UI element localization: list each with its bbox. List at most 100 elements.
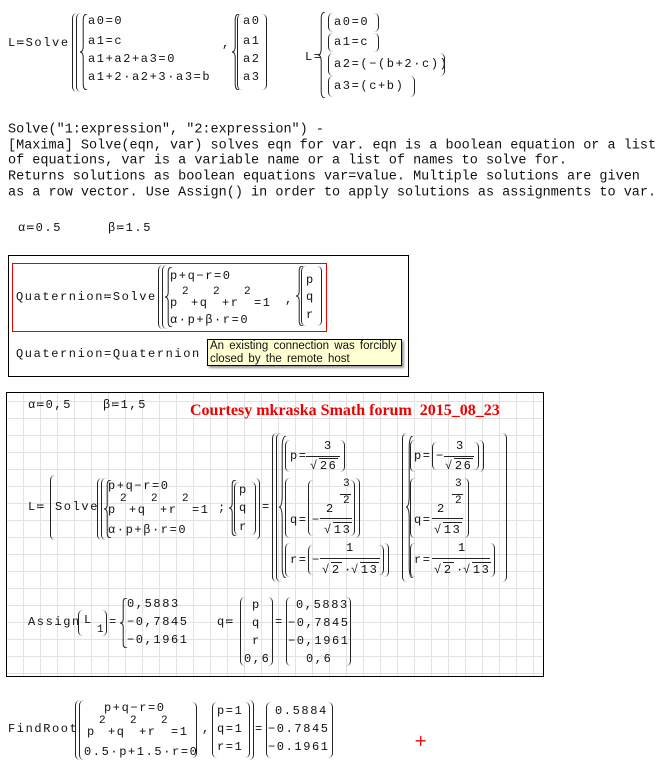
math-text: r <box>252 634 261 648</box>
right-paren <box>340 440 345 472</box>
fraction-bar <box>306 456 340 457</box>
courtesy-title: Courtesy mkraska Smath forum 2015_08_23 <box>190 402 500 419</box>
sqrt-icon: √ <box>434 563 443 577</box>
result-label[interactable]: L= <box>305 50 323 64</box>
radicand: 13 <box>471 562 492 577</box>
superscript: 2 <box>213 286 221 298</box>
quaternion-evaluation[interactable]: Quaternion=Quaternion <box>16 347 201 361</box>
variable: a3 <box>243 70 261 84</box>
left-brace <box>279 436 287 578</box>
math-text: L <box>84 613 93 627</box>
quaternion-assignment[interactable]: Quaternion≔Solve <box>16 290 157 304</box>
math-text: p <box>170 296 179 310</box>
right-paren <box>440 53 445 76</box>
left-paren <box>76 13 81 92</box>
right-paren <box>317 266 322 326</box>
left-paren <box>234 482 239 535</box>
separator: ; <box>218 501 227 515</box>
math-text: +r <box>160 503 178 517</box>
solve-assignment[interactable]: L≔Solve <box>8 36 70 50</box>
math-text: 1 <box>346 541 355 555</box>
math-text: +r <box>222 296 240 310</box>
assign-function[interactable]: Assign <box>28 615 81 629</box>
math-text: p <box>108 503 117 517</box>
variable: r <box>306 308 315 322</box>
left-brace <box>80 14 88 90</box>
math-text: +q <box>129 503 147 517</box>
beta-definition[interactable]: β≔1,5 <box>103 398 148 412</box>
math-text: +q <box>108 725 126 739</box>
math-text: +r <box>139 725 157 739</box>
left-paren <box>301 266 306 326</box>
right-paren <box>490 543 495 577</box>
right-paren <box>502 433 507 582</box>
math-text: − <box>312 513 321 527</box>
left-paren <box>78 610 83 636</box>
right-paren <box>102 610 107 636</box>
value: −0,7845 <box>288 616 350 630</box>
alpha-definition[interactable]: α≔0,5 <box>28 398 73 412</box>
help-line: Returns solutions as boolean equations v… <box>8 169 640 185</box>
help-line: of equations, var is a variable name or … <box>8 153 567 169</box>
guess: p=1 <box>217 704 244 718</box>
L-assignment[interactable]: L≔ <box>28 500 46 514</box>
sqrt-icon: √ <box>351 563 360 577</box>
value: −0,7845 <box>127 615 189 629</box>
left-paren <box>308 480 313 536</box>
sqrt-icon: √ <box>322 563 331 577</box>
right-paren <box>350 480 355 536</box>
result-row: a1=c <box>334 35 370 49</box>
left-paren <box>328 76 333 97</box>
comma: , <box>285 293 294 307</box>
right-paren <box>374 33 379 52</box>
math-text: 1 <box>458 541 467 555</box>
math-text: 3 <box>324 439 333 453</box>
equals: = <box>109 615 118 629</box>
right-paren <box>192 702 197 758</box>
radicand: 13 <box>442 522 463 537</box>
equation: p+q−r=0 <box>108 479 170 493</box>
left-paren <box>75 700 80 760</box>
right-paren <box>379 545 384 575</box>
left-paren <box>97 478 102 540</box>
fraction-bar <box>432 558 490 559</box>
left-paren <box>101 478 106 540</box>
cursor-crosshair-icon: + <box>414 731 428 750</box>
variable: a2 <box>243 52 261 66</box>
alpha-definition[interactable]: α≔0.5 <box>18 221 63 235</box>
fraction-bar <box>444 456 474 457</box>
superscript: 3 <box>455 478 463 490</box>
fraction-bar <box>340 494 351 495</box>
superscript: 2 <box>99 715 107 727</box>
q-assignment[interactable]: q≔ <box>217 615 235 629</box>
superscript: 2 <box>343 495 351 507</box>
help-line: Solve("1:expression", "2:expression") - <box>8 122 324 138</box>
superscript: 2 <box>120 493 128 505</box>
right-paren <box>245 702 250 758</box>
math-text: =1 <box>254 296 272 310</box>
left-brace <box>104 480 112 538</box>
right-paren <box>328 702 333 758</box>
left-paren <box>328 33 333 52</box>
right-paren <box>268 597 273 666</box>
left-paren <box>410 543 415 577</box>
fraction-bar <box>452 494 463 495</box>
left-brace <box>318 12 326 98</box>
square-root: √2 <box>434 562 454 577</box>
superscript: 3 <box>343 478 351 490</box>
value: 0,5883 <box>127 597 180 611</box>
math-text: − <box>436 449 445 463</box>
radicand: 13 <box>332 522 353 537</box>
left-paren <box>237 14 242 90</box>
beta-definition[interactable]: β≔1.5 <box>108 221 153 235</box>
findroot-function[interactable]: FindRoot <box>8 722 79 736</box>
math-text: =1 <box>171 725 189 739</box>
right-paren <box>251 482 256 535</box>
left-paren <box>285 543 290 577</box>
math-text: q= <box>290 513 308 527</box>
variable: a0 <box>243 14 261 28</box>
left-paren <box>162 265 167 329</box>
solve-function[interactable]: Solve <box>55 500 100 514</box>
variable: q <box>239 501 248 515</box>
selected-region-outline[interactable] <box>12 263 327 332</box>
